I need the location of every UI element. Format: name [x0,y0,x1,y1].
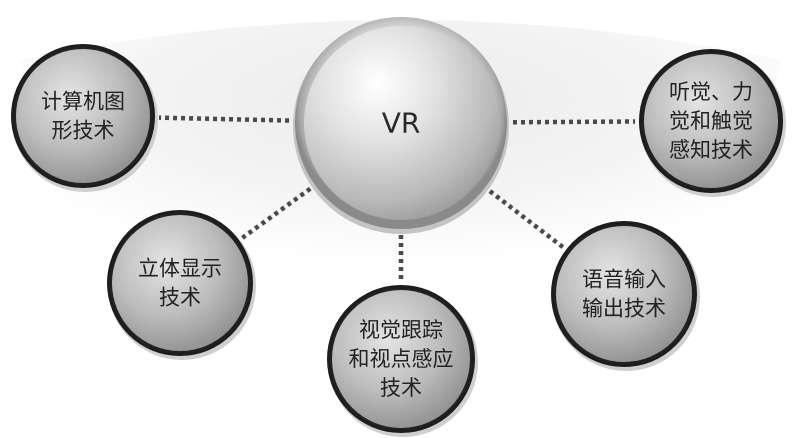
node-body [556,226,692,362]
node-label-line: 形技术 [52,119,115,143]
node-body [112,215,248,351]
node-label-line: 视觉跟踪 [359,318,443,342]
node-body [16,49,150,183]
node-label-line: 和视点感应 [349,347,454,371]
connectors [158,115,636,281]
center-body [304,26,498,220]
center-label: VR [382,107,421,140]
connector-stereo-display [241,186,312,240]
node-body [332,290,470,428]
center-layer: VR [293,17,509,234]
node-label-line: 技术 [159,286,201,310]
node-label-line: 语音输入 [582,268,666,292]
nodes-layer: 计算机图形技术立体显示技术视觉跟踪和视点感应技术语音输入输出技术听觉、力觉和触觉… [11,44,786,437]
node-body [644,54,778,188]
node-label-line: 觉和触觉 [669,109,753,133]
node-label-line: 计算机图 [41,90,125,114]
node-label-line: 技术 [380,376,422,400]
center-node: VR [293,17,509,234]
node-label-line: 感知技术 [669,138,753,162]
connector-graphics [158,115,290,123]
node-label-line: 输出技术 [582,297,666,321]
node-label-line: 听觉、力 [669,80,753,104]
node-label-line: 立体显示 [138,257,222,281]
